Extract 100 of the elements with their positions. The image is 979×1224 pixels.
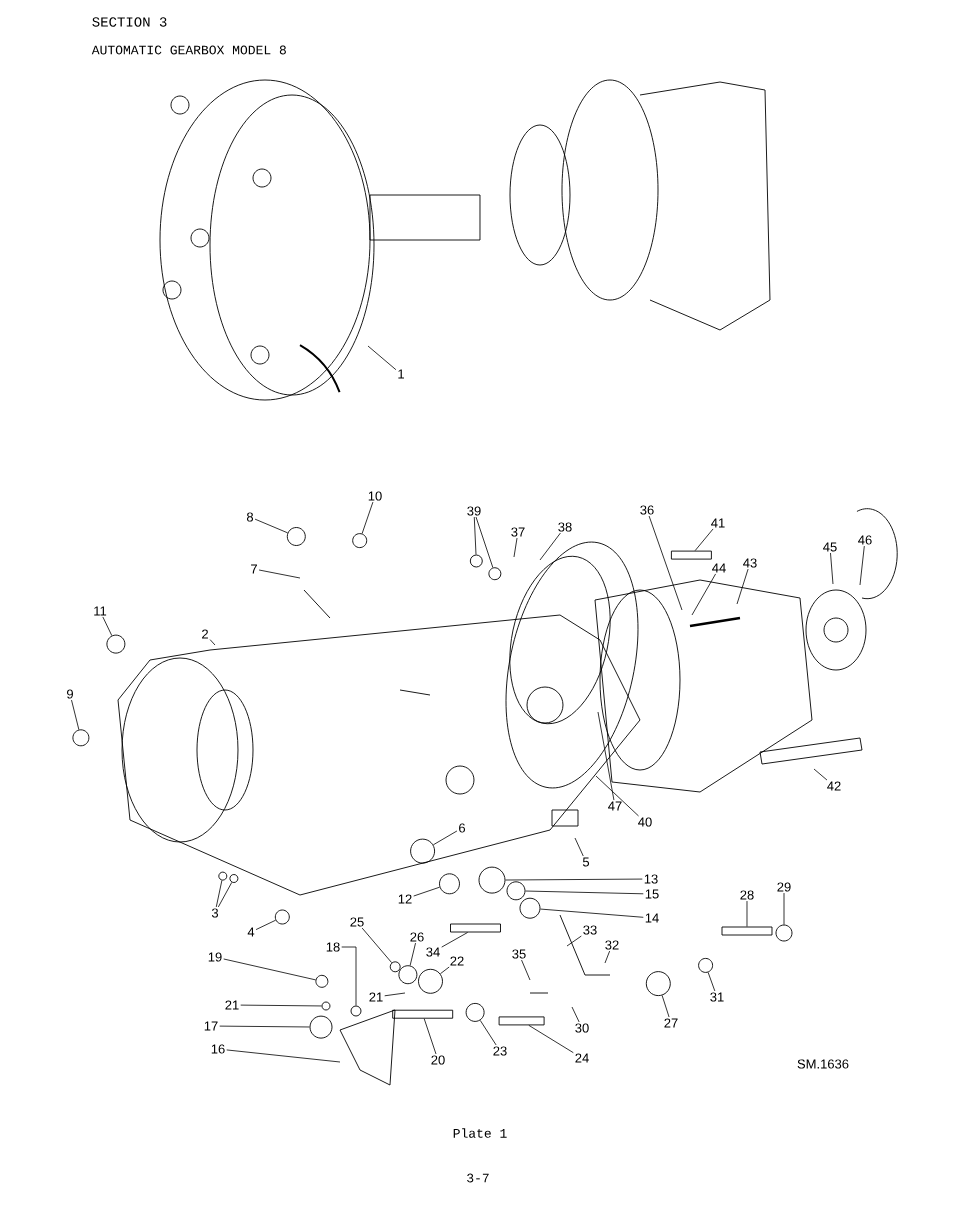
- callout-number: 30: [575, 1023, 589, 1033]
- leader-line: [413, 886, 440, 897]
- callout-number: 29: [777, 882, 791, 892]
- part: [350, 1005, 362, 1017]
- leader-line: [540, 908, 644, 918]
- callout-number: 28: [740, 890, 754, 900]
- leader-line: [361, 927, 393, 964]
- part: [469, 554, 483, 568]
- callout-number: 41: [711, 518, 725, 528]
- pin: [721, 926, 773, 936]
- part: [389, 961, 401, 973]
- section-heading: SECTION 3: [92, 17, 167, 27]
- pin: [498, 1016, 545, 1026]
- leader-line: [441, 932, 468, 948]
- callout-number: 40: [638, 817, 652, 827]
- leader-line: [566, 935, 582, 947]
- callout-number: 17: [204, 1021, 218, 1031]
- callout-number: 4: [247, 927, 255, 937]
- part: [286, 527, 306, 546]
- part: [410, 838, 436, 864]
- part: [398, 965, 418, 985]
- callout-number: 35: [512, 949, 526, 959]
- leader-line: [528, 1024, 574, 1054]
- callout-number: 12: [398, 894, 412, 904]
- callout-number: 11: [94, 606, 107, 616]
- callout-number: 31: [710, 992, 724, 1002]
- callout-number: 13: [644, 874, 658, 884]
- leader-line: [71, 699, 80, 730]
- part: [352, 533, 368, 549]
- callout-number: 32: [605, 940, 619, 950]
- leader-line: [384, 992, 406, 997]
- leader-line: [707, 972, 716, 992]
- part: [321, 1001, 331, 1011]
- callout-number: 24: [575, 1053, 589, 1063]
- callout-number: 36: [640, 505, 654, 515]
- callout-number: 7: [251, 564, 257, 574]
- part: [519, 897, 541, 919]
- leader-line: [409, 942, 416, 966]
- leader-line: [597, 711, 615, 801]
- leader-line: [223, 958, 316, 981]
- callout-number: 25: [350, 917, 364, 927]
- callout-number: 45: [823, 542, 837, 552]
- leader-line: [783, 892, 785, 925]
- callout-number: 16: [211, 1044, 225, 1054]
- callout-number: 38: [558, 522, 572, 532]
- leader-line: [209, 639, 216, 646]
- part: [506, 881, 526, 901]
- callout-number: 26: [410, 932, 424, 942]
- callout-number: 1: [398, 369, 404, 379]
- leader-line: [859, 545, 865, 586]
- callout-number: 14: [645, 913, 659, 923]
- part: [478, 866, 506, 894]
- leader-line: [361, 501, 374, 534]
- callout-number: 19: [208, 952, 222, 962]
- leader-line: [736, 568, 749, 605]
- leader-line: [254, 518, 288, 534]
- leader-line: [694, 528, 714, 552]
- callout-number: 15: [645, 889, 659, 899]
- leader-line: [475, 516, 494, 568]
- leader-line: [423, 1018, 437, 1055]
- pin: [450, 923, 501, 933]
- leader-line: [746, 900, 748, 927]
- leader-line: [215, 880, 223, 908]
- callout-number: 18: [326, 942, 340, 952]
- leader-line: [473, 516, 477, 555]
- part: [72, 729, 90, 747]
- callout-number: 3: [211, 908, 219, 918]
- leader-line: [595, 775, 639, 817]
- leader-line: [521, 959, 531, 981]
- leader-line: [648, 515, 683, 611]
- callout-number: 46: [858, 535, 872, 545]
- part: [106, 634, 126, 654]
- callout-number: 27: [664, 1018, 678, 1028]
- leader-line: [539, 532, 561, 561]
- leader-line: [830, 552, 834, 585]
- part: [645, 971, 671, 997]
- callout-number: 21: [369, 992, 383, 1002]
- page-number: 3-7: [467, 1173, 489, 1183]
- drawing-number: SM.1636: [797, 1059, 849, 1069]
- leader-line: [571, 1006, 580, 1023]
- callout-number: 42: [827, 781, 841, 791]
- leader-line: [661, 995, 670, 1018]
- callout-number: 43: [743, 558, 757, 568]
- part: [309, 1015, 333, 1039]
- leader-line: [219, 1025, 310, 1028]
- part: [465, 1002, 485, 1022]
- leader-line: [574, 837, 584, 857]
- callout-number: 34: [426, 947, 440, 957]
- part: [229, 874, 239, 883]
- callout-number: 23: [493, 1046, 507, 1056]
- pin: [392, 1009, 454, 1019]
- leader-line: [513, 537, 518, 558]
- leader-line: [505, 878, 643, 881]
- leader-line: [813, 768, 828, 781]
- model-heading: AUTOMATIC GEARBOX MODEL 8: [91, 45, 286, 55]
- callout-number: 10: [368, 491, 382, 501]
- leader-line: [367, 345, 397, 371]
- callout-number: 6: [459, 823, 466, 833]
- callout-number: 2: [202, 629, 208, 639]
- leader-line: [341, 946, 357, 1006]
